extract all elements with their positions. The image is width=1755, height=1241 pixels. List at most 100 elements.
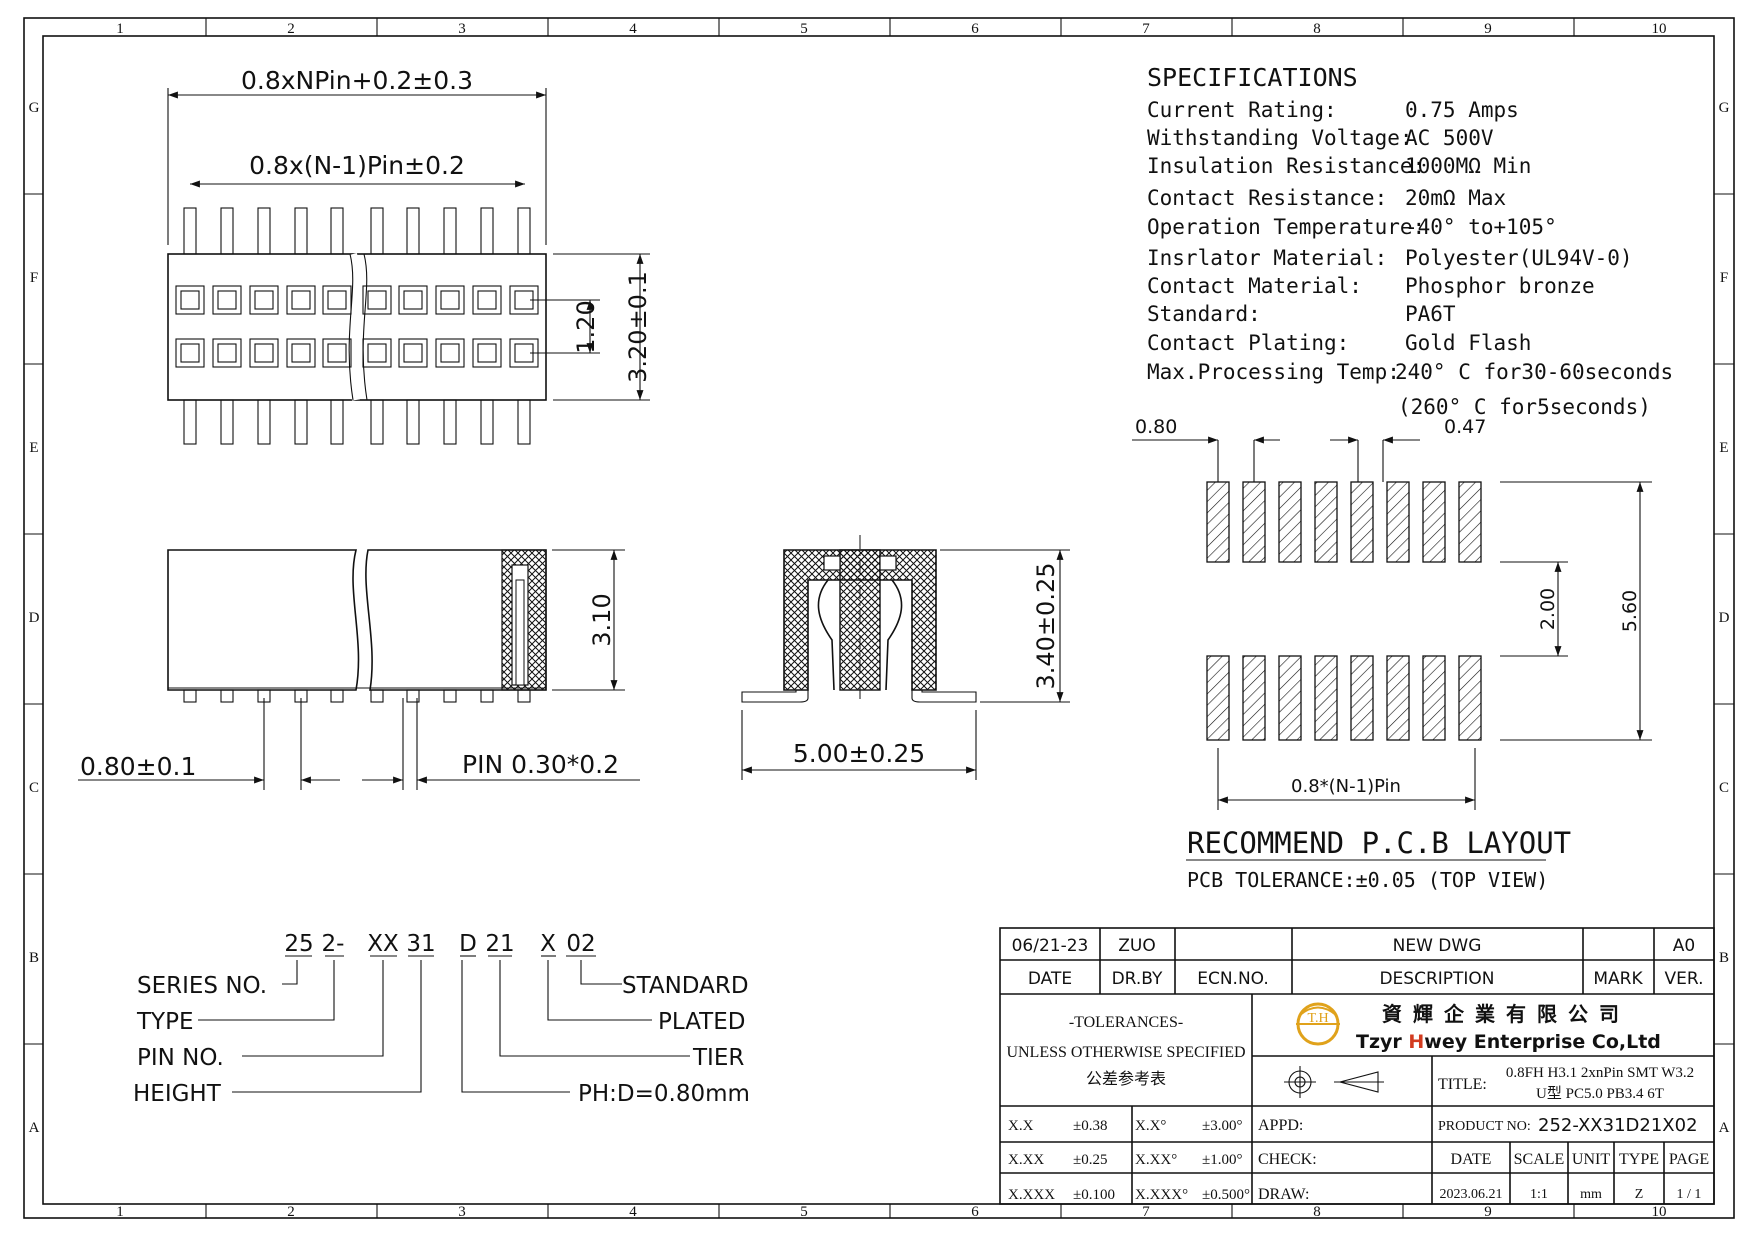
product-label: PRODUCT NO: — [1438, 1119, 1531, 1134]
spec-value: 1000MΩ Min — [1405, 154, 1531, 178]
spec-value: PA6T — [1405, 302, 1456, 326]
pin-bottom — [406, 399, 420, 445]
part-number-code: 2- — [322, 931, 345, 957]
rev-date: 06/21-23 — [1012, 936, 1089, 956]
appd-label: APPD: — [1258, 1117, 1303, 1134]
contact-cell — [472, 338, 502, 368]
contact-cell — [175, 338, 205, 368]
title-col-value: 1 / 1 — [1677, 1187, 1702, 1202]
pcb-row-gap: 2.00 — [1537, 588, 1559, 630]
dim-overall-length: 0.8xNPin+0.2±0.3 — [241, 66, 473, 95]
pin-bottom — [517, 399, 531, 445]
contact-cell-inner — [217, 343, 237, 363]
dim-body-width: 3.20±0.1 — [624, 271, 652, 383]
column-label-bottom: 10 — [1652, 1204, 1667, 1220]
title-col-header: UNIT — [1572, 1151, 1610, 1168]
rev-desc: NEW DWG — [1393, 936, 1482, 956]
spec-value: -40° to+105° — [1405, 215, 1557, 239]
title-col-header: SCALE — [1514, 1151, 1565, 1168]
contact-cell — [322, 338, 352, 368]
contact-cell-inner — [291, 343, 311, 363]
pcb-pad-top — [1314, 481, 1338, 563]
pcb-pad-pitch: 0.80 — [1135, 416, 1177, 438]
contact-cell-inner — [254, 343, 274, 363]
contact-cell — [322, 285, 352, 315]
column-label-top: 10 — [1652, 21, 1667, 37]
column-label-bottom: 8 — [1313, 1204, 1321, 1220]
pin-bottom — [370, 399, 384, 445]
pn-label-tier: TIER — [692, 1045, 744, 1071]
title-col-value: 2023.06.21 — [1440, 1187, 1503, 1202]
contact-cell-inner — [367, 343, 387, 363]
pcb-overall: 5.60 — [1619, 590, 1641, 632]
contact-cell-inner — [477, 290, 497, 310]
contact-cell — [249, 338, 279, 368]
pcb-pad-bottom — [1458, 655, 1482, 741]
contact-cell — [362, 338, 392, 368]
pin-bottom — [220, 399, 234, 445]
spec-label: Standard: — [1147, 302, 1261, 326]
front-pin — [406, 689, 420, 703]
spec-label: Contact Plating: — [1147, 331, 1349, 355]
spec-label: Contact Resistance: — [1147, 186, 1387, 210]
contact-cell-inner — [217, 290, 237, 310]
spec-value: 240° C for30-60seconds — [1395, 360, 1673, 384]
spec-label: Operation Temperature: — [1147, 215, 1425, 239]
contact-cell-inner — [180, 343, 200, 363]
row-label-left: G — [29, 100, 40, 116]
tolerance-cell: X.XX — [1008, 1152, 1044, 1168]
tol-title: -TOLERANCES- — [1069, 1014, 1183, 1031]
contact-cell — [286, 338, 316, 368]
hdr-mark: MARK — [1593, 969, 1643, 989]
pin-top — [406, 207, 420, 255]
tolerance-cell: X.X — [1008, 1118, 1034, 1134]
rev-by: ZUO — [1118, 936, 1155, 956]
specs-extra-line: (260° C for5seconds) — [1398, 395, 1651, 419]
contact-cell-inner — [291, 290, 311, 310]
contact-cell-inner — [477, 343, 497, 363]
hdr-drby: DR.BY — [1112, 969, 1163, 989]
column-label-bottom: 5 — [800, 1204, 808, 1220]
contact-cell-inner — [367, 290, 387, 310]
tolerance-cell: ±0.500° — [1202, 1187, 1250, 1203]
pin-bottom — [257, 399, 271, 445]
pn-label-pin-no: PIN NO. — [137, 1045, 224, 1071]
hdr-ecn: ECN.NO. — [1197, 969, 1269, 989]
pin-bottom — [183, 399, 197, 445]
pin-top — [294, 207, 308, 255]
tolerance-cell: ±0.38 — [1073, 1118, 1107, 1134]
pin-top — [517, 207, 531, 255]
column-label-top: 8 — [1313, 21, 1321, 37]
row-label-left: E — [29, 440, 38, 456]
spec-value: Polyester(UL94V-0) — [1405, 246, 1633, 270]
title-label: TITLE: — [1438, 1076, 1487, 1093]
column-label-top: 4 — [629, 21, 637, 37]
tolerance-cell: X.XX° — [1135, 1152, 1177, 1168]
tolerance-cell: X.XXX — [1008, 1187, 1055, 1203]
title-col-value: 1:1 — [1530, 1187, 1548, 1202]
dim-foot-width: 5.00±0.25 — [793, 739, 925, 768]
spec-value: AC 500V — [1405, 126, 1494, 150]
title-col-value: Z — [1635, 1187, 1644, 1202]
spec-label: Current Rating: — [1147, 98, 1337, 122]
pin-top — [220, 207, 234, 255]
column-label-top: 5 — [800, 21, 808, 37]
tolerance-cell: X.XXX° — [1135, 1187, 1188, 1203]
row-label-right: C — [1719, 780, 1729, 796]
pcb-title: RECOMMEND P.C.B LAYOUT — [1187, 826, 1571, 860]
product-no: 252-XX31D21X02 — [1538, 1115, 1698, 1136]
contact-cell-inner — [403, 343, 423, 363]
front-pin — [517, 689, 531, 703]
contact-cell — [362, 285, 392, 315]
contact-cell — [212, 285, 242, 315]
column-label-bottom: 6 — [971, 1204, 979, 1220]
pcb-pad-top — [1242, 481, 1266, 563]
pcb-pad-bottom — [1350, 655, 1374, 741]
pin-top — [370, 207, 384, 255]
row-label-left: B — [29, 950, 39, 966]
spec-label: Insulation Resistance: — [1147, 154, 1425, 178]
pin-top — [257, 207, 271, 255]
